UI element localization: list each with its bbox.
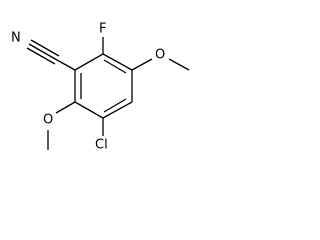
- atom-label-oxygen-lower: O: [43, 113, 53, 128]
- atom-label-nitrogen: N: [11, 31, 21, 46]
- ring-bond-c6-c1: [102, 53, 133, 71]
- triple-bond-line-3: [26, 47, 56, 65]
- ring-bond-c1-c2: [74, 53, 104, 71]
- nitrile-group: N: [11, 31, 76, 71]
- atom-label-oxygen-upper: O: [155, 48, 165, 63]
- chloro-group: Cl: [95, 118, 108, 153]
- triple-bond-line-2: [30, 39, 60, 57]
- triple-bond-line-1: [28, 43, 58, 61]
- benzene-ring: [74, 53, 133, 119]
- bond-c3-o-lower: [55, 101, 76, 114]
- bond-o-upper-methyl: [168, 58, 190, 71]
- bond-c6-o-upper: [131, 58, 153, 71]
- ring-double-bond-c4-c5: [103, 98, 127, 113]
- methoxy-group-upper: O: [131, 48, 190, 71]
- methoxy-group-lower: O: [43, 101, 76, 150]
- ring-bond-c3-c4: [74, 101, 104, 119]
- ring-double-bond-c6-c1: [103, 59, 127, 74]
- atom-label-chlorine: Cl: [95, 138, 108, 153]
- chemical-structure: N F O O Cl: [11, 22, 190, 153]
- ring-bond-c4-c5: [102, 101, 133, 119]
- atom-label-fluorine: F: [99, 22, 106, 37]
- bond-c2-cn: [56, 59, 76, 71]
- fluoro-group: F: [99, 22, 106, 54]
